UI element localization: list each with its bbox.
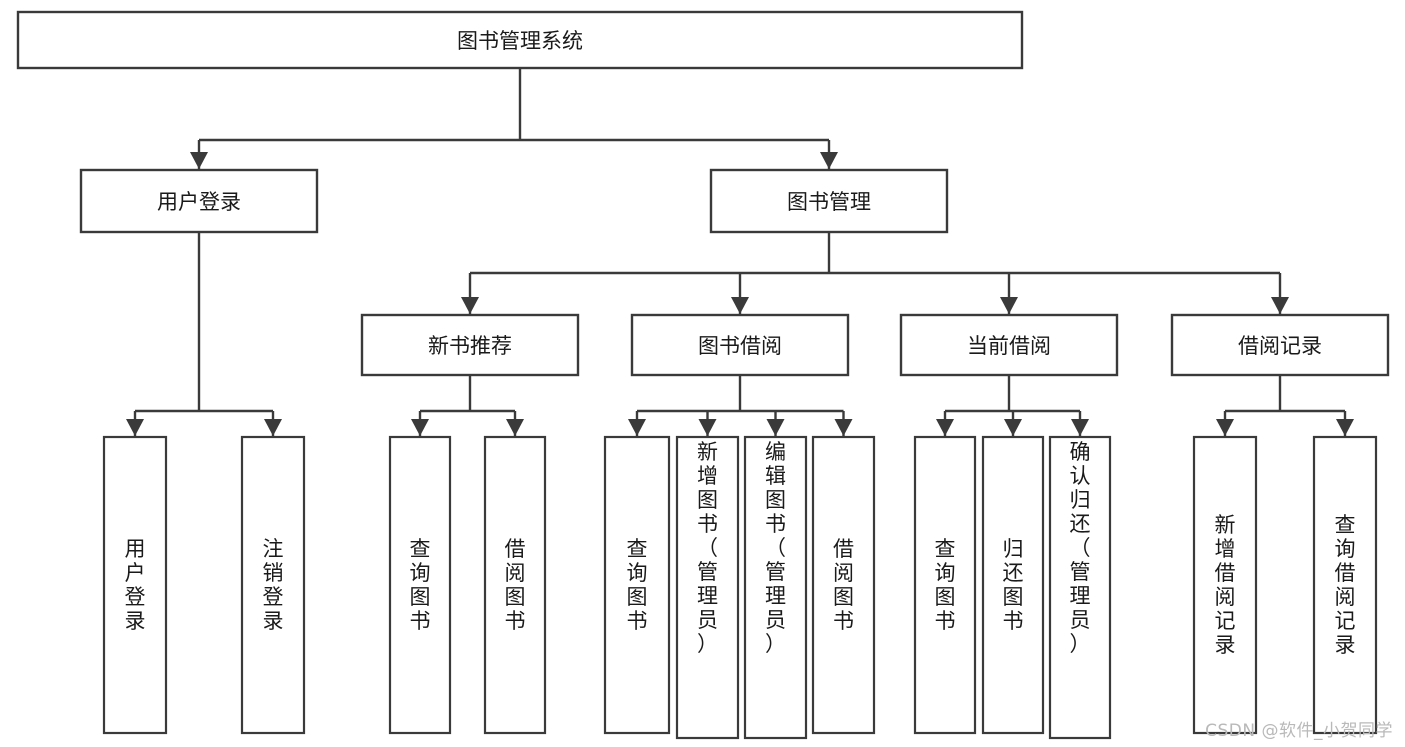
node-label-vertical: 查询图书: [935, 537, 956, 633]
node-图书管理[interactable]: 图书管理: [709, 168, 949, 234]
node-label-vertical: 新增借阅记录: [1215, 513, 1236, 657]
arrow-head-icon: [820, 152, 838, 169]
node-新增图书管理员[interactable]: 新增图书（管理员）: [675, 435, 740, 740]
arrow-head-icon: [1336, 419, 1354, 436]
node-box: [899, 313, 1119, 377]
node-label-vertical: 归还图书: [1003, 537, 1024, 633]
node-label: 图书管理系统: [457, 29, 583, 53]
node-label-vertical: 借阅图书: [833, 537, 854, 633]
node-借阅图书[interactable]: 借阅图书: [483, 435, 547, 735]
connector-layer: [126, 68, 1354, 436]
node-label-vertical: 编辑图书（管理员）: [765, 440, 786, 656]
node-box: [913, 435, 977, 735]
node-新书推荐[interactable]: 新书推荐: [360, 313, 580, 377]
node-box: [483, 435, 547, 735]
node-label-vertical: 查询图书: [410, 537, 431, 633]
arrow-head-icon: [1216, 419, 1234, 436]
node-注销登录[interactable]: 注销登录: [240, 435, 306, 735]
node-box: [1192, 435, 1258, 735]
arrow-head-icon: [411, 419, 429, 436]
node-label-vertical: 新增图书（管理员）: [697, 440, 718, 656]
node-box: [1312, 435, 1378, 735]
arrow-head-icon: [1000, 297, 1018, 314]
arrow-head-icon: [731, 297, 749, 314]
node-查询借阅记录[interactable]: 查询借阅记录: [1312, 435, 1378, 735]
node-查询图书[interactable]: 查询图书: [603, 435, 671, 735]
arrow-head-icon: [190, 152, 208, 169]
node-box: [811, 435, 876, 735]
node-box: [79, 168, 319, 234]
node-查询图书[interactable]: 查询图书: [913, 435, 977, 735]
node-label-vertical: 借阅图书: [505, 537, 526, 633]
node-box: [16, 10, 1024, 70]
node-box: [388, 435, 452, 735]
node-label: 借阅记录: [1238, 334, 1322, 358]
node-借阅记录[interactable]: 借阅记录: [1170, 313, 1390, 377]
arrow-head-icon: [936, 419, 954, 436]
node-新增借阅记录[interactable]: 新增借阅记录: [1192, 435, 1258, 735]
node-box: [709, 168, 949, 234]
arrow-head-icon: [126, 419, 144, 436]
node-label-vertical: 确认归还（管理员）: [1070, 440, 1091, 656]
arrow-head-icon: [461, 297, 479, 314]
watermark-text: CSDN @软件_小贺同学: [1205, 721, 1393, 741]
node-图书管理系统[interactable]: 图书管理系统: [16, 10, 1024, 70]
node-box: [743, 435, 808, 740]
node-label-vertical: 查询图书: [627, 537, 648, 633]
node-box: [102, 435, 168, 735]
node-图书借阅[interactable]: 图书借阅: [630, 313, 850, 377]
node-确认归还管理员[interactable]: 确认归还（管理员）: [1048, 435, 1112, 740]
node-box: [360, 313, 580, 377]
node-box: [675, 435, 740, 740]
node-label: 图书管理: [787, 190, 871, 214]
node-box: [630, 313, 850, 377]
arrow-head-icon: [766, 419, 785, 436]
node-查询图书[interactable]: 查询图书: [388, 435, 452, 735]
node-label-vertical: 用户登录: [125, 537, 146, 633]
arrow-head-icon: [628, 419, 646, 436]
node-label-vertical: 注销登录: [263, 537, 284, 633]
node-用户登录[interactable]: 用户登录: [79, 168, 319, 234]
node-label: 图书借阅: [698, 334, 782, 358]
node-label-vertical: 查询借阅记录: [1335, 513, 1356, 657]
node-借阅图书[interactable]: 借阅图书: [811, 435, 876, 735]
node-box: [603, 435, 671, 735]
arrow-head-icon: [1271, 297, 1289, 314]
arrow-head-icon: [834, 419, 853, 436]
node-编辑图书管理员[interactable]: 编辑图书（管理员）: [743, 435, 808, 740]
node-当前借阅[interactable]: 当前借阅: [899, 313, 1119, 377]
node-box: [1048, 435, 1112, 740]
node-label: 新书推荐: [428, 334, 512, 358]
arrow-head-icon: [506, 419, 524, 436]
node-label: 用户登录: [157, 190, 241, 214]
arrow-head-icon: [1004, 419, 1022, 436]
node-用户登录[interactable]: 用户登录: [102, 435, 168, 735]
node-layer: 图书管理系统用户登录图书管理新书推荐图书借阅当前借阅借阅记录用户登录注销登录查询…: [16, 10, 1390, 740]
arrow-head-icon: [1071, 419, 1089, 436]
node-box: [1170, 313, 1390, 377]
arrow-head-icon: [698, 419, 717, 436]
node-box: [981, 435, 1045, 735]
node-label: 当前借阅: [967, 334, 1051, 358]
arrow-head-icon: [264, 419, 282, 436]
node-归还图书[interactable]: 归还图书: [981, 435, 1045, 735]
node-box: [240, 435, 306, 735]
